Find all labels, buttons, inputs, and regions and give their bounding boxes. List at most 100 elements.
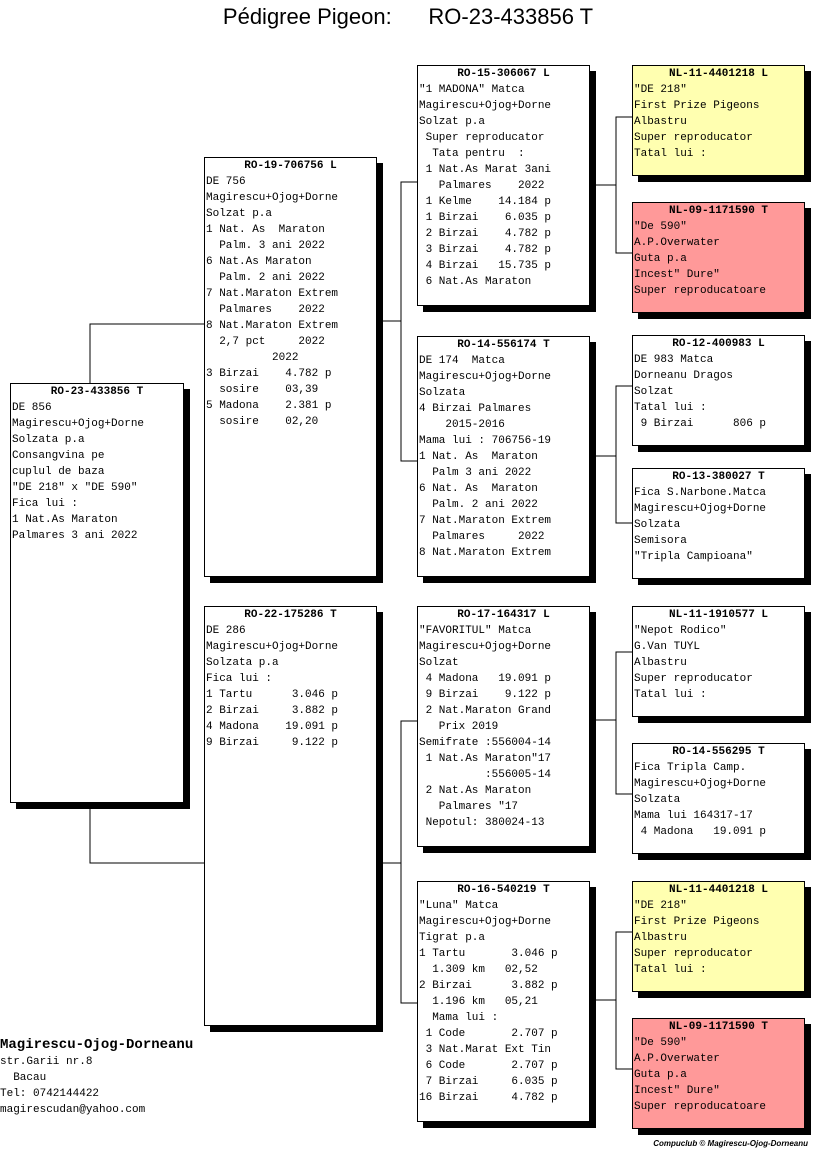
pigeon-detail-line: Tatal lui : — [634, 402, 707, 414]
pigeon-detail-line: 5 Madona 2.381 p — [206, 400, 332, 412]
pigeon-detail-line: Guta p.a — [634, 253, 687, 265]
pigeon-detail-line: 6 Nat.As Maraton — [419, 276, 532, 288]
pigeon-detail-line: "De 590" — [634, 1037, 687, 1049]
pigeon-detail-line: Semisora — [634, 535, 687, 547]
pigeon-detail-line: Solzata — [634, 794, 681, 806]
pigeon-detail-line: "De 590" — [634, 221, 687, 233]
pigeon-detail-line: Palmares 2022 — [206, 304, 325, 316]
pigeon-detail-line: 1 Nat. As Maraton — [206, 224, 325, 236]
pigeon-detail-line: 16 Birzai 4.782 p — [419, 1092, 558, 1104]
ring-number: NL-11-1910577 L — [668, 609, 769, 621]
ring-number: RO-17-164317 L — [457, 609, 550, 621]
pigeon-detail-line: 1 Nat. As Maraton — [419, 451, 538, 463]
pigeon-card-ggp-7: NL-11-4401218 L "DE 218"First Prize Pige… — [632, 881, 805, 992]
title-label: Pédigree Pigeon: — [222, 4, 392, 29]
owner-name: Magirescu-Ojog-Dorneanu — [0, 1037, 194, 1053]
pigeon-detail-line: Mama lui 164317-17 — [634, 810, 753, 822]
pigeon-detail-line: 9 Birzai 806 p — [634, 418, 767, 430]
pigeon-detail-line: 1 Kelme 14.184 p — [419, 196, 552, 208]
pigeon-detail-line: Magirescu+Ojog+Dorne — [206, 641, 339, 653]
pigeon-detail-line: Magirescu+Ojog+Dorne — [634, 778, 767, 790]
pigeon-detail-line: 2 Birzai 4.782 p — [419, 228, 552, 240]
title-ring: RO-23-433856 T — [428, 4, 594, 29]
ring-number: RO-19-706756 L — [244, 160, 337, 172]
ring-number: NL-11-4401218 L — [668, 884, 769, 896]
connector-gen3-c — [590, 385, 632, 457]
pigeon-detail-line: 1 Tartu 3.046 p — [419, 948, 558, 960]
pigeon-detail-line: "DE 218" x "DE 590" — [12, 482, 138, 494]
pigeon-detail-line: DE 983 Matca — [634, 354, 714, 366]
pigeon-detail-line: Solzata p.a — [206, 657, 279, 669]
pigeon-detail-line: Consangvina pe — [12, 450, 105, 462]
owner-phone: Tel: 0742144422 — [0, 1088, 100, 1100]
pigeon-detail-line: 4 Madona 19.091 p — [419, 673, 552, 685]
pigeon-detail-line: Tatal lui : — [634, 148, 707, 160]
connector-gen1-dam — [89, 803, 204, 864]
pigeon-detail-line: 3 Birzai 4.782 p — [419, 244, 552, 256]
pigeon-detail-line: Solzat — [634, 386, 674, 398]
pigeon-detail-line: Tatal lui : — [634, 689, 707, 701]
pigeon-detail-line: A.P.Overwater — [634, 237, 720, 249]
pigeon-detail-line: 6 Code 2.707 p — [419, 1060, 558, 1072]
pigeon-detail-line: A.P.Overwater — [634, 1053, 720, 1065]
pigeon-detail-line: Super reproducator — [634, 132, 753, 144]
pigeon-detail-line: Solzata p.a — [12, 434, 85, 446]
ring-number: RO-22-175286 T — [244, 609, 337, 621]
pigeon-detail-line: DE 174 Matca — [419, 355, 505, 367]
pigeon-detail-line: 7 Birzai 6.035 p — [419, 1076, 558, 1088]
pigeon-detail-line: Tigrat p.a — [419, 932, 486, 944]
connector-gen3-h — [615, 1000, 632, 1070]
pigeon-detail-line: "DE 218" — [634, 84, 687, 96]
pigeon-detail-line: Albastru — [634, 116, 687, 128]
pigeon-detail-line: Palmares 3 ani 2022 — [12, 530, 138, 542]
pigeon-detail-line: 2 Nat.As Maraton — [419, 785, 532, 797]
pigeon-detail-line: Palmares 2022 — [419, 531, 545, 543]
pigeon-detail-line: Fica S.Narbone.Matca — [634, 487, 767, 499]
pigeon-detail-line: Semifrate :556004-14 — [419, 737, 552, 749]
pigeon-detail-line: 8 Nat.Maraton Extrem — [419, 547, 552, 559]
pigeon-detail-line: "1 MADONA" Matca — [419, 84, 525, 96]
pigeon-detail-line: 7 Nat.Maraton Extrem — [419, 515, 552, 527]
pigeon-detail-line: Magirescu+Ojog+Dorne — [419, 641, 552, 653]
pigeon-detail-line: 2 Birzai 3.882 p — [206, 705, 339, 717]
pigeon-detail-line: Solzat p.a — [206, 208, 273, 220]
pigeon-detail-line: Palm. 3 ani 2022 — [206, 240, 325, 252]
page-title: Pédigree Pigeon: RO-23-433856 T — [0, 4, 816, 30]
pigeon-detail-line: DE 856 — [12, 402, 52, 414]
connector-gen3-d — [615, 456, 632, 524]
pigeon-detail-line: Palmares "17 — [419, 801, 519, 813]
pigeon-detail-line: Albastru — [634, 932, 687, 944]
connector-gen3-a — [590, 116, 632, 186]
pigeon-detail-line: 1.196 km 05,21 — [419, 996, 538, 1008]
pigeon-detail-line: Super reproducator — [634, 673, 753, 685]
connector-gen3-f — [615, 720, 632, 795]
pigeon-detail-line: Solzat — [419, 657, 459, 669]
footer-credit: Compuclub © Magirescu-Ojog-Dorneanu — [653, 1139, 808, 1148]
pigeon-detail-line: Palm. 2 ani 2022 — [206, 272, 325, 284]
pigeon-detail-line: Prix 2019 — [419, 721, 499, 733]
pigeon-detail-line: Tatal lui : — [634, 964, 707, 976]
ring-number: RO-13-380027 T — [672, 471, 765, 483]
pigeon-detail-line: Super reproducatoare — [634, 285, 767, 297]
pigeon-detail-line: Palm 3 ani 2022 — [419, 467, 532, 479]
pigeon-detail-line: Solzat p.a — [419, 116, 486, 128]
pigeon-detail-line: :556005-14 — [419, 769, 552, 781]
pigeon-detail-line: Albastru — [634, 657, 687, 669]
ring-number: RO-16-540219 T — [457, 884, 550, 896]
pigeon-detail-line: Incest" Dure" — [634, 1085, 720, 1097]
pigeon-detail-line: G.Van TUYL — [634, 641, 701, 653]
connector-gen2-d — [400, 863, 417, 1004]
pigeon-detail-line: DE 756 — [206, 176, 246, 188]
pigeon-detail-line: "Tripla Campioana" — [634, 551, 753, 563]
